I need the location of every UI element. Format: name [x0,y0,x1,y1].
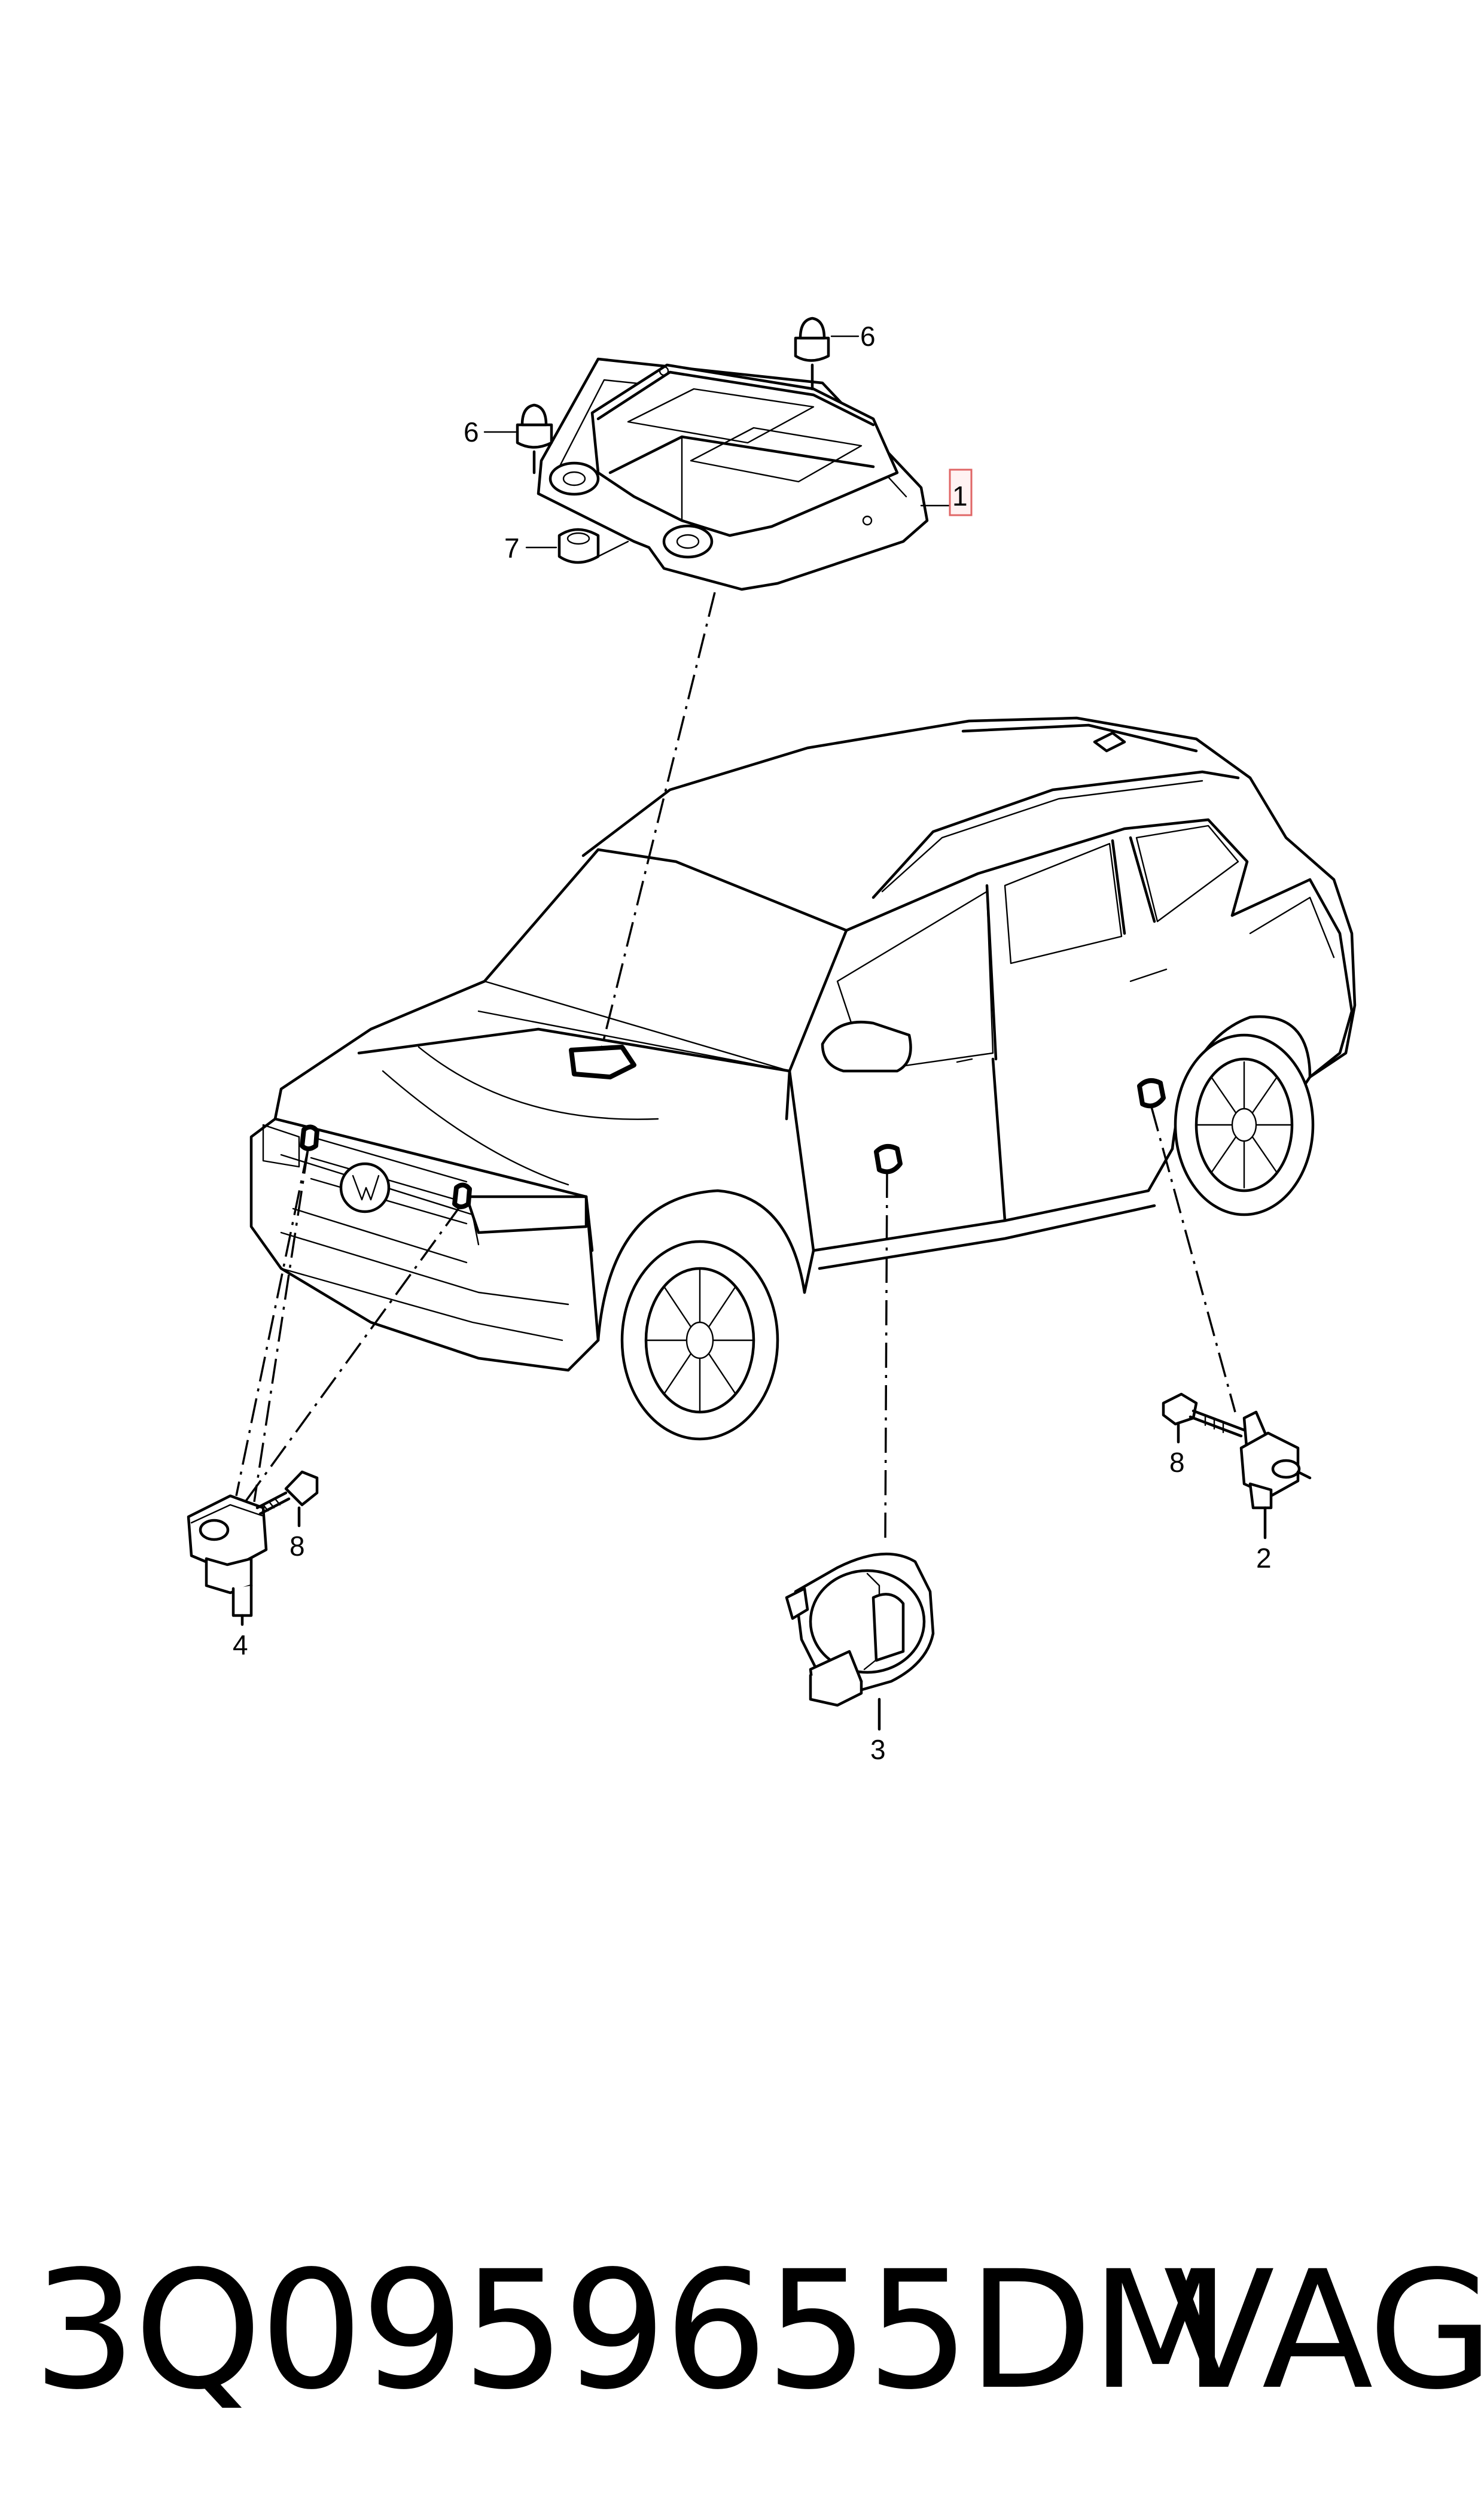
bolt-8-left [255,1470,319,1528]
part-number: 3Q0959655DM [33,2237,1231,2426]
callout-7: 7 [504,533,520,564]
callout-6-top: 6 [860,321,876,352]
brand-label: VAG [1163,2237,1484,2426]
clock-spring-3 [785,1552,935,1731]
callout-8-right: 8 [1169,1447,1185,1478]
callout-1-highlight [949,468,973,516]
nut-6-top [794,317,830,391]
callout-6-left: 6 [464,416,479,448]
callouts: 1 6 6 7 8 4 3 8 2 [233,321,1272,1765]
callout-1: 1 [952,480,968,512]
control-unit [537,357,929,591]
callout-3: 3 [870,1734,886,1765]
nut-7 [557,528,629,564]
callout-4: 4 [233,1629,248,1660]
crash-sensor-4 [187,1494,268,1626]
control-unit-location-marker [569,1045,636,1079]
crash-sensor-2 [1239,1410,1312,1540]
leader-lines [235,592,1236,1541]
nut-6-left [516,403,553,474]
callout-8-left: 8 [290,1531,305,1562]
vehicle [249,716,1357,1441]
callout-2: 2 [1256,1543,1272,1574]
bolt-8-right [1162,1392,1246,1444]
